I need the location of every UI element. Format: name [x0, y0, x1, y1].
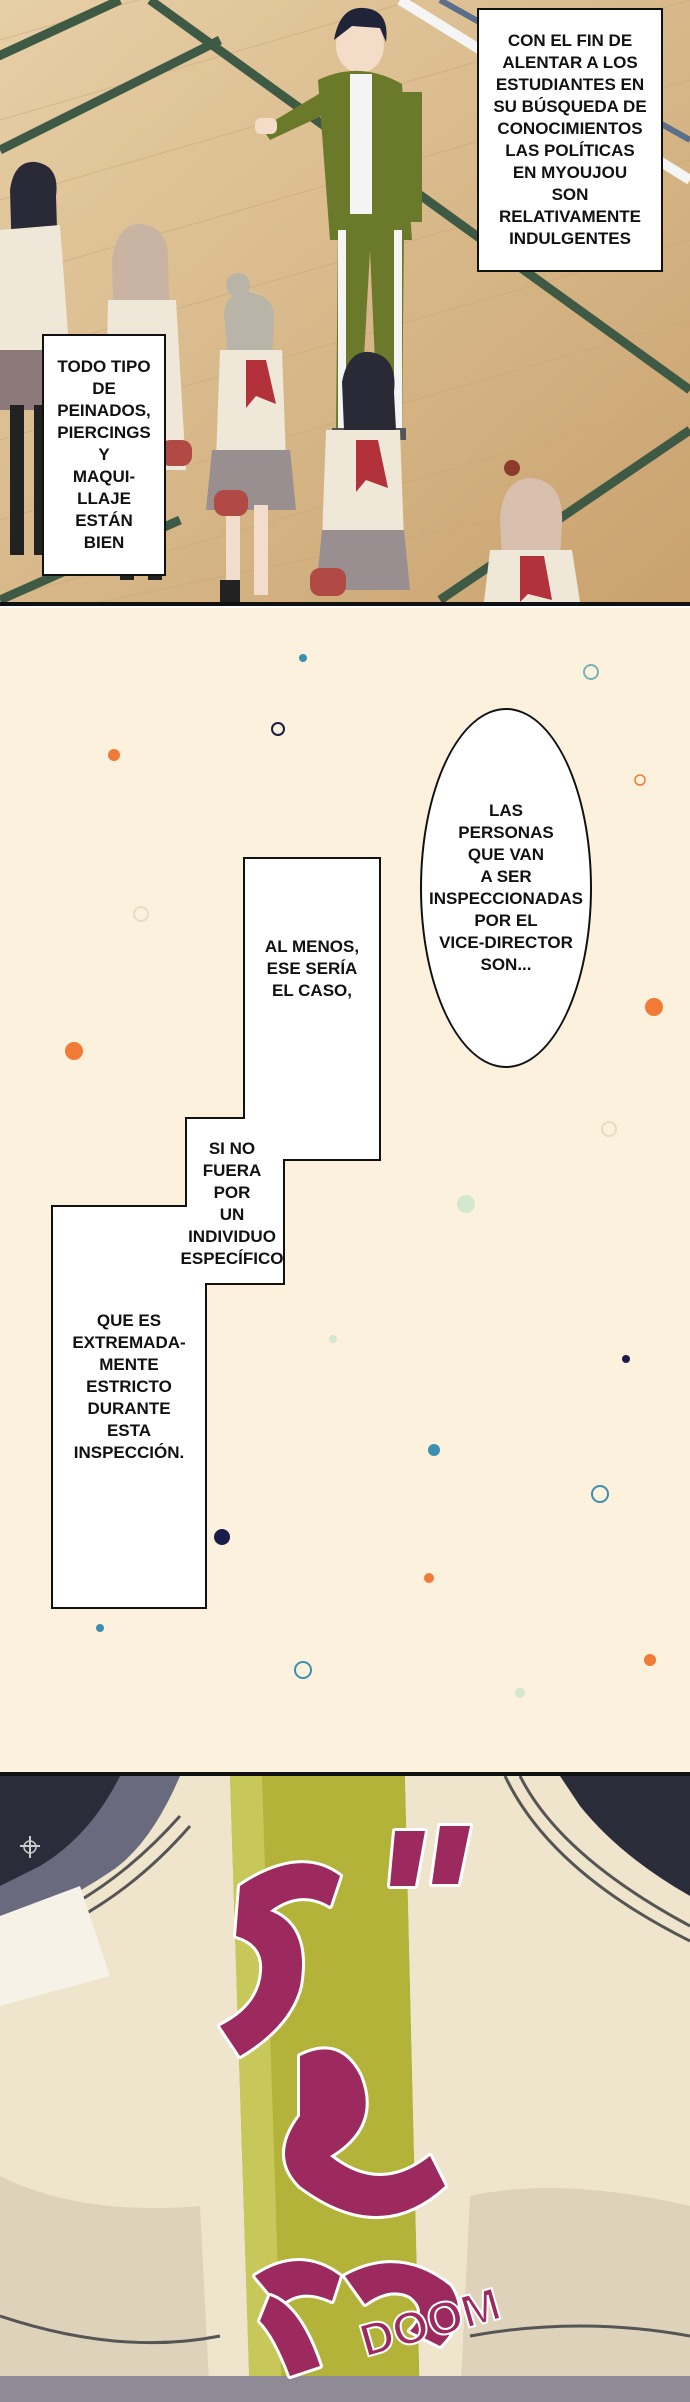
- panel-doom: DOOM: [0, 1776, 690, 2402]
- confetti-background: [65, 654, 663, 1698]
- narration-box-outline: [51, 857, 381, 1609]
- student-left: [0, 161, 72, 555]
- panel-separator: [0, 602, 690, 606]
- caption-policies: CON EL FIN DE ALENTAR A LOS ESTUDIANTES …: [477, 8, 663, 272]
- narration-strict: QUE ES EXTREMADA- MENTE ESTRICTO DURANTE…: [72, 1311, 186, 1462]
- narration-at-least: AL MENOS, ESE SERÍA EL CASO,: [264, 937, 360, 1000]
- panel-narration: LAS PERSONAS QUE VAN A SER INSPECCIONADA…: [0, 608, 690, 1772]
- student-dark-hair: [310, 351, 410, 596]
- student-pink-hair: [484, 460, 580, 602]
- panel-separator: [0, 1772, 690, 1776]
- speech-bubble: LAS PERSONAS QUE VAN A SER INSPECCIONADA…: [420, 708, 592, 1068]
- sfx-dodon-glyphs: [217, 1823, 473, 2379]
- narration-specific-individual: SI NO FUERA POR UN INDIVIDUO ESPECÍFICO: [180, 1139, 284, 1268]
- student-bun: [206, 273, 296, 602]
- caption-hairstyles: TODO TIPO DE PEINADOS, PIERCINGS Y MAQUI…: [42, 334, 166, 576]
- panel-gym-scene: CON EL FIN DE ALENTAR A LOS ESTUDIANTES …: [0, 0, 690, 602]
- doom-illustration: [0, 1776, 690, 2402]
